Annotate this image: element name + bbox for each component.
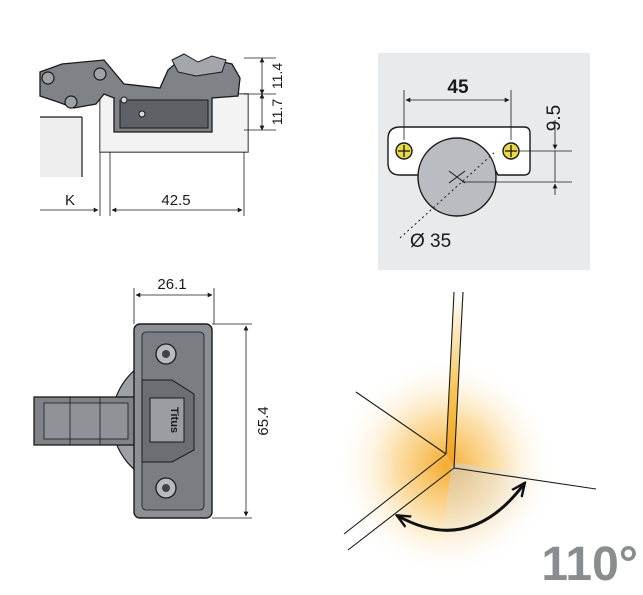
side-view: 11.4 11.7 K 42.5 [39, 53, 285, 216]
top-view: Titus 26.1 65.4 [33, 276, 272, 519]
dim-height-b: 11.7 [269, 99, 285, 125]
dim-k: K [65, 192, 75, 209]
dim-hole-spacing: 45 [447, 77, 469, 98]
screw-left-icon [395, 142, 413, 160]
opening-angle-label: 110° [541, 538, 638, 591]
brand-plate [149, 397, 185, 443]
door-edge [446, 292, 463, 468]
dim-height-a: 11.4 [269, 63, 285, 89]
dim-cup-diameter: Ø 35 [410, 231, 451, 252]
dim-width-side: 42.5 [161, 192, 190, 209]
angle-arc-icon [398, 484, 524, 532]
cabinet-panel [40, 117, 82, 177]
drilling-pattern: 45 9.5 Ø 35 [378, 53, 590, 270]
pivot-icon [41, 71, 55, 85]
dim-offset: 9.5 [544, 105, 565, 131]
opening-angle-diagram: 110° [334, 291, 638, 591]
screw-right-icon [502, 142, 520, 160]
dim-width-top: 26.1 [157, 276, 186, 293]
dim-length-top: 65.4 [255, 406, 272, 435]
brand-label: Titus [168, 407, 180, 433]
